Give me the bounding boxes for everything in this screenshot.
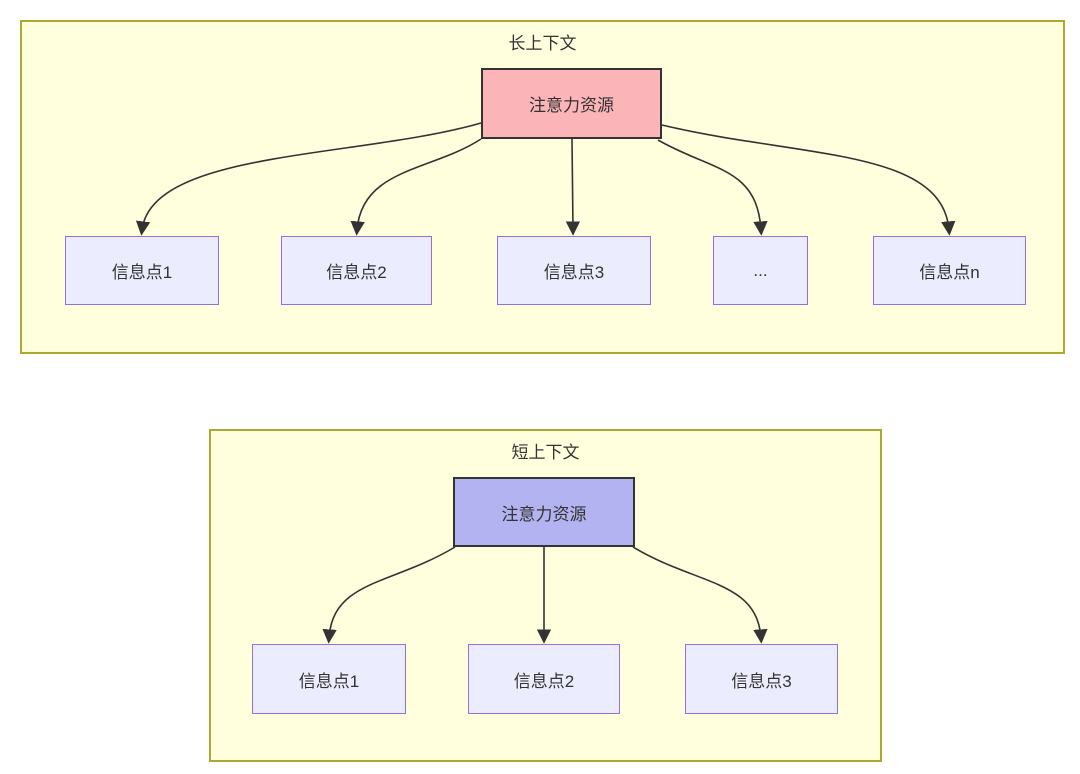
info-point-node-short-1: 信息点1 <box>252 644 406 714</box>
info-point-node-short-2: 信息点2 <box>468 644 620 714</box>
info-point-node-long-ellipsis: ... <box>713 236 808 305</box>
info-point-node-long-1: 信息点1 <box>65 236 219 305</box>
node-label: 信息点3 <box>731 671 792 691</box>
info-point-node-long-2: 信息点2 <box>281 236 432 305</box>
node-label: 信息点2 <box>513 671 575 691</box>
node-label: 信息点1 <box>111 263 173 282</box>
node-label: ... <box>753 260 768 280</box>
attention-resources-node-long: 注意力资源 <box>481 68 662 139</box>
node-label: 注意力资源 <box>529 96 614 115</box>
info-point-node-long-3: 信息点3 <box>497 236 651 305</box>
node-label: 信息点3 <box>543 263 605 282</box>
attention-resources-node-short: 注意力资源 <box>453 477 635 547</box>
node-label: 信息点2 <box>326 263 387 282</box>
cluster-title-short: 短上下文 <box>511 443 580 462</box>
node-label: 注意力资源 <box>501 504 587 524</box>
cluster-title-long: 长上下文 <box>508 34 577 53</box>
info-point-node-long-n: 信息点n <box>873 236 1026 305</box>
node-label: 信息点n <box>919 263 980 282</box>
node-label: 信息点1 <box>298 671 360 691</box>
info-point-node-short-3: 信息点3 <box>685 644 838 714</box>
